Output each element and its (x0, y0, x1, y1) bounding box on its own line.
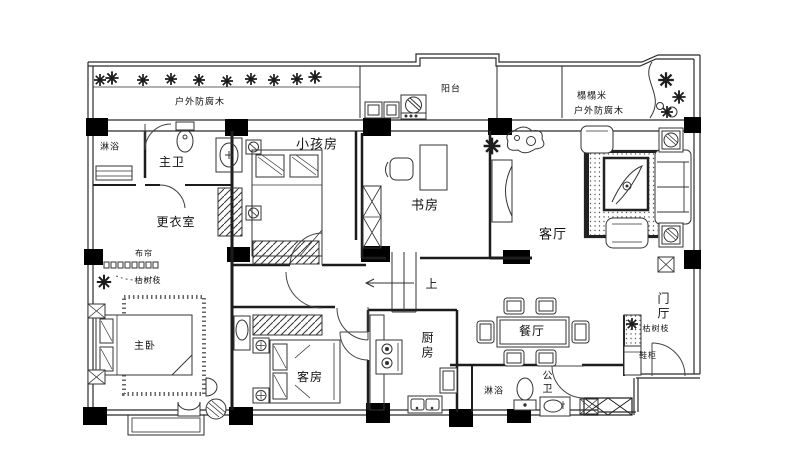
corner-planter (648, 61, 678, 119)
exterior-walls (83, 53, 701, 436)
bedroom-rug (122, 295, 206, 396)
public-sink-icon (539, 396, 571, 417)
plant-icon (671, 89, 687, 105)
washing-machine-icon (400, 94, 427, 120)
label-stairs-up: 上 (425, 277, 439, 291)
label-terrace-wood-left: 户外防腐木 (174, 97, 226, 108)
bath-window (579, 398, 599, 415)
kids-wardrobe (252, 240, 320, 265)
kids-bed (251, 149, 323, 257)
label-terrace-wood-right: 户外防腐木 (573, 106, 625, 117)
label-balcony: 阳台 (440, 84, 462, 95)
terrace-plants (93, 69, 323, 88)
foyer-window (657, 256, 675, 273)
wardrobe (217, 187, 243, 237)
living-room-plant (506, 126, 545, 154)
label-shower-master: 淋浴 (99, 142, 121, 153)
label-curtain: 布帘 (135, 249, 153, 258)
balcony-cabinets (364, 101, 400, 119)
label-tatami: 榻榻米 (576, 91, 608, 102)
label-guest-room: 客房 (296, 370, 324, 384)
tv-cabinet (491, 159, 513, 223)
label-study: 书房 (410, 198, 440, 214)
shoe-cabinet-box (623, 345, 642, 376)
sofa (654, 149, 692, 225)
shower-shelf (95, 165, 133, 181)
label-dressing-room: 更衣室 (156, 215, 196, 229)
armchair (580, 125, 649, 249)
side-table (658, 127, 684, 248)
label-living-room: 客厅 (538, 227, 568, 243)
label-dry-branches-left: 枯树枝 (134, 276, 162, 285)
bedroom-seats (177, 377, 227, 420)
stove-icon (375, 339, 403, 375)
label-kitchen: 厨房 (420, 331, 434, 361)
stairs (364, 252, 417, 313)
plant-icon (482, 136, 502, 156)
label-foyer: 门厅 (656, 292, 670, 322)
dining-chairs (476, 297, 590, 367)
kitchen-sink-icon (407, 395, 443, 414)
label-master-bath: 主卫 (158, 155, 186, 169)
master-bed (95, 314, 193, 376)
fridge-icon (439, 367, 458, 394)
label-master-bedroom: 主卧 (134, 341, 156, 352)
guest-nightstand (252, 337, 270, 404)
public-toilet-icon (513, 377, 537, 411)
label-kids-room: 小孩房 (295, 137, 339, 153)
label-shoe-cabinet: 鞋柜 (639, 351, 657, 360)
branch-line (115, 275, 157, 281)
nightstand (87, 303, 106, 385)
guest-wardrobe (252, 314, 323, 336)
kids-nightstand (245, 139, 262, 221)
vanity-sink-icon (215, 137, 243, 173)
guest-vanity (233, 315, 251, 351)
toilet-icon (175, 121, 195, 153)
label-shower-public: 淋浴 (483, 386, 505, 397)
label-public-bath: 公卫 (540, 370, 551, 396)
dry-branch-icon (95, 273, 113, 291)
guest-bed (269, 339, 341, 404)
dining-table (496, 316, 570, 348)
curtain-track (103, 261, 159, 269)
bookshelf (362, 185, 382, 249)
label-dining-room: 餐厅 (518, 324, 546, 338)
study-desk (385, 144, 448, 191)
plant-icon (657, 71, 675, 89)
label-dry-branches-right: 枯树枝 (642, 324, 670, 333)
